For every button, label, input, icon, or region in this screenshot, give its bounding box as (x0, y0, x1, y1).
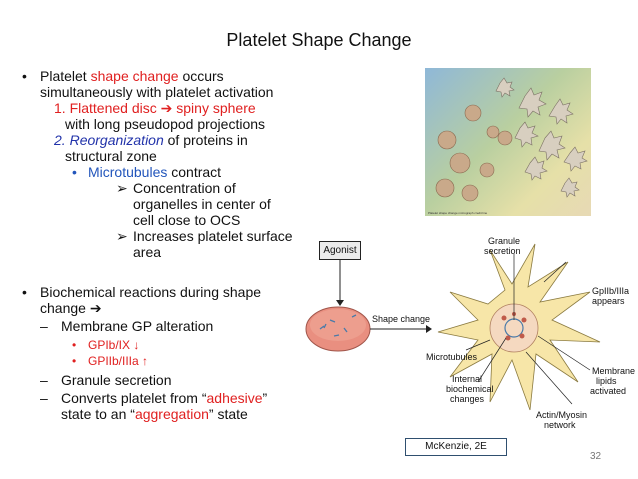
sub-item-reorganization-cont: structural zone (65, 148, 157, 164)
label-membrane-2: lipids (596, 376, 617, 386)
page-number: 32 (590, 451, 602, 462)
label-membrane-3: activated (590, 386, 626, 396)
item-membrane-gp: Membrane GP alteration (61, 318, 214, 334)
bullet-dot-small: • (72, 354, 77, 368)
label-membrane: Membrane (592, 366, 635, 376)
agonist-box: Agonist (319, 241, 361, 260)
label-gp-2: appears (592, 296, 625, 306)
item-gpib: GPIb/IX ↓ (88, 338, 140, 352)
citation-box: McKenzie, 2E (405, 438, 507, 456)
label-granule: Granule (488, 236, 520, 246)
slide-title: Platelet Shape Change (226, 30, 412, 50)
item-granule-secretion: Granule secretion (61, 372, 172, 388)
check-arrow-icon: ➢ (116, 228, 128, 244)
dash: – (40, 318, 48, 334)
item-microtubules: Microtubules contract (88, 164, 222, 180)
dash: – (40, 390, 48, 406)
label-internal-3: changes (450, 394, 485, 404)
bullet-dot-small: • (72, 164, 77, 180)
label-actin: Actin/Myosin (536, 410, 587, 420)
bullet-dot: • (22, 284, 27, 300)
photo-caption: Platelet shape change micrograph credit … (428, 211, 488, 215)
check-arrow-icon: ➢ (116, 180, 128, 196)
label-internal: Internal (452, 374, 482, 384)
sub-item-flattened-disc: 1. Flattened disc ➔ spiny sphere (54, 100, 256, 116)
dash: – (40, 372, 48, 388)
label-actin-2: network (544, 420, 576, 430)
bullet-dot: • (22, 68, 27, 84)
label-internal-2: biochemical (446, 384, 494, 394)
label-shape-change: Shape change (372, 314, 430, 324)
shape-change-diagram: Granule secretion GpIIb/IIIa appears Sha… (305, 236, 635, 430)
sub-item-reorganization: 2. Reorganization of proteins in (54, 132, 248, 148)
sub-item-flattened-disc-cont: with long pseudopod projections (65, 116, 266, 132)
bullet-shape-change: Platelet shape change occurs simultaneou… (40, 68, 274, 100)
label-microtubules: Microtubules (426, 352, 478, 362)
item-gpiib: GPIIb/IIIa ↑ (88, 354, 149, 368)
label-gp: GpIIb/IIIa (592, 286, 629, 296)
label-granule-2: secretion (484, 246, 521, 256)
platelet-micrograph (425, 68, 591, 216)
item-converts-platelet: Converts platelet from “adhesive” state … (61, 390, 268, 422)
bullet-dot-small: • (72, 338, 77, 352)
